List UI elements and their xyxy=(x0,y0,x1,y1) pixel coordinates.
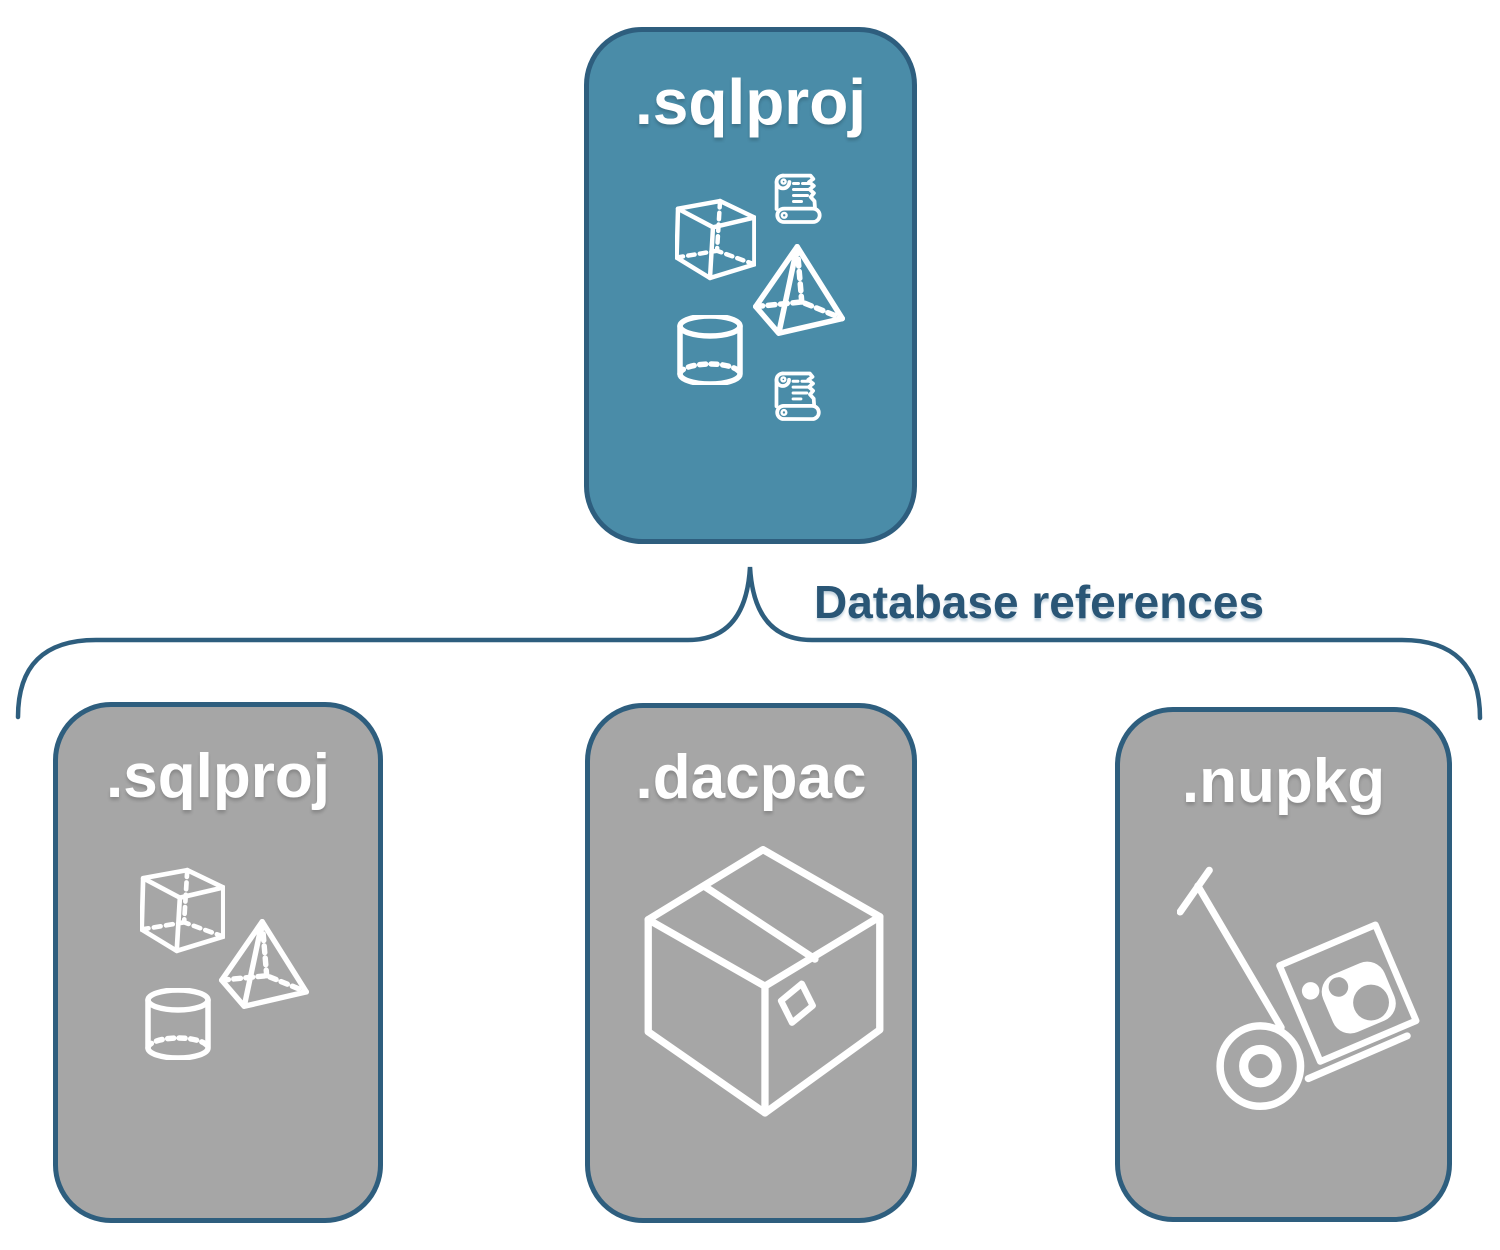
node-nupkg-child: .nupkg xyxy=(1115,707,1452,1222)
cube-icon xyxy=(675,198,756,281)
script-scroll-icon xyxy=(770,366,825,423)
script-scroll-icon xyxy=(770,168,826,226)
cube-icon xyxy=(140,867,225,954)
nuget-dolly-icon xyxy=(1177,864,1427,1114)
node-nupkg-child-label: .nupkg xyxy=(1181,747,1386,816)
pyramid-icon xyxy=(216,919,312,1009)
connector-label: Database references xyxy=(814,576,1265,628)
node-sqlproj-child-label: .sqlproj xyxy=(106,742,330,811)
node-dacpac-child: .dacpac xyxy=(585,703,917,1223)
node-sqlproj-root-label: .sqlproj xyxy=(634,66,867,138)
node-sqlproj-child: .sqlproj xyxy=(53,702,383,1223)
node-dacpac-child-label: .dacpac xyxy=(635,743,867,812)
cylinder-icon xyxy=(677,315,743,385)
node-sqlproj-root: .sqlproj xyxy=(584,27,917,544)
package-box-icon xyxy=(642,846,886,1119)
pyramid-icon xyxy=(753,244,845,336)
cylinder-icon xyxy=(145,988,211,1060)
